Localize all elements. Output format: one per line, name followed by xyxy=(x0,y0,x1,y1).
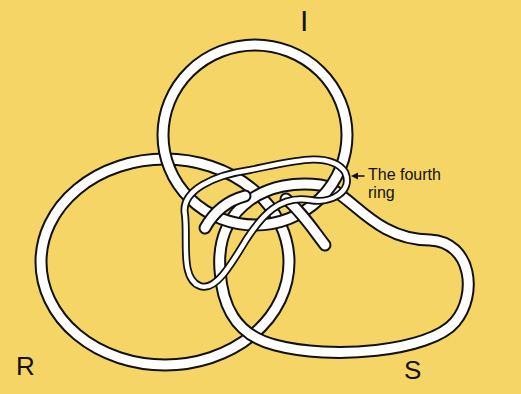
fourth-ring-outline xyxy=(185,159,347,286)
crossing-outline xyxy=(286,199,325,245)
ring-label: R xyxy=(16,352,35,382)
ring-label: S xyxy=(404,356,421,386)
crossing-band xyxy=(205,196,245,228)
pointer-arrowhead xyxy=(351,173,358,180)
ring-s-band xyxy=(220,184,469,352)
callout-label: The fourth ring xyxy=(368,166,454,203)
pointer-line xyxy=(357,175,364,177)
crossing-outline xyxy=(205,196,245,228)
ring-label: I xyxy=(300,4,308,39)
crossing-band xyxy=(286,199,325,245)
ring-s-outline xyxy=(220,184,469,352)
fourth-ring-band xyxy=(185,159,347,286)
